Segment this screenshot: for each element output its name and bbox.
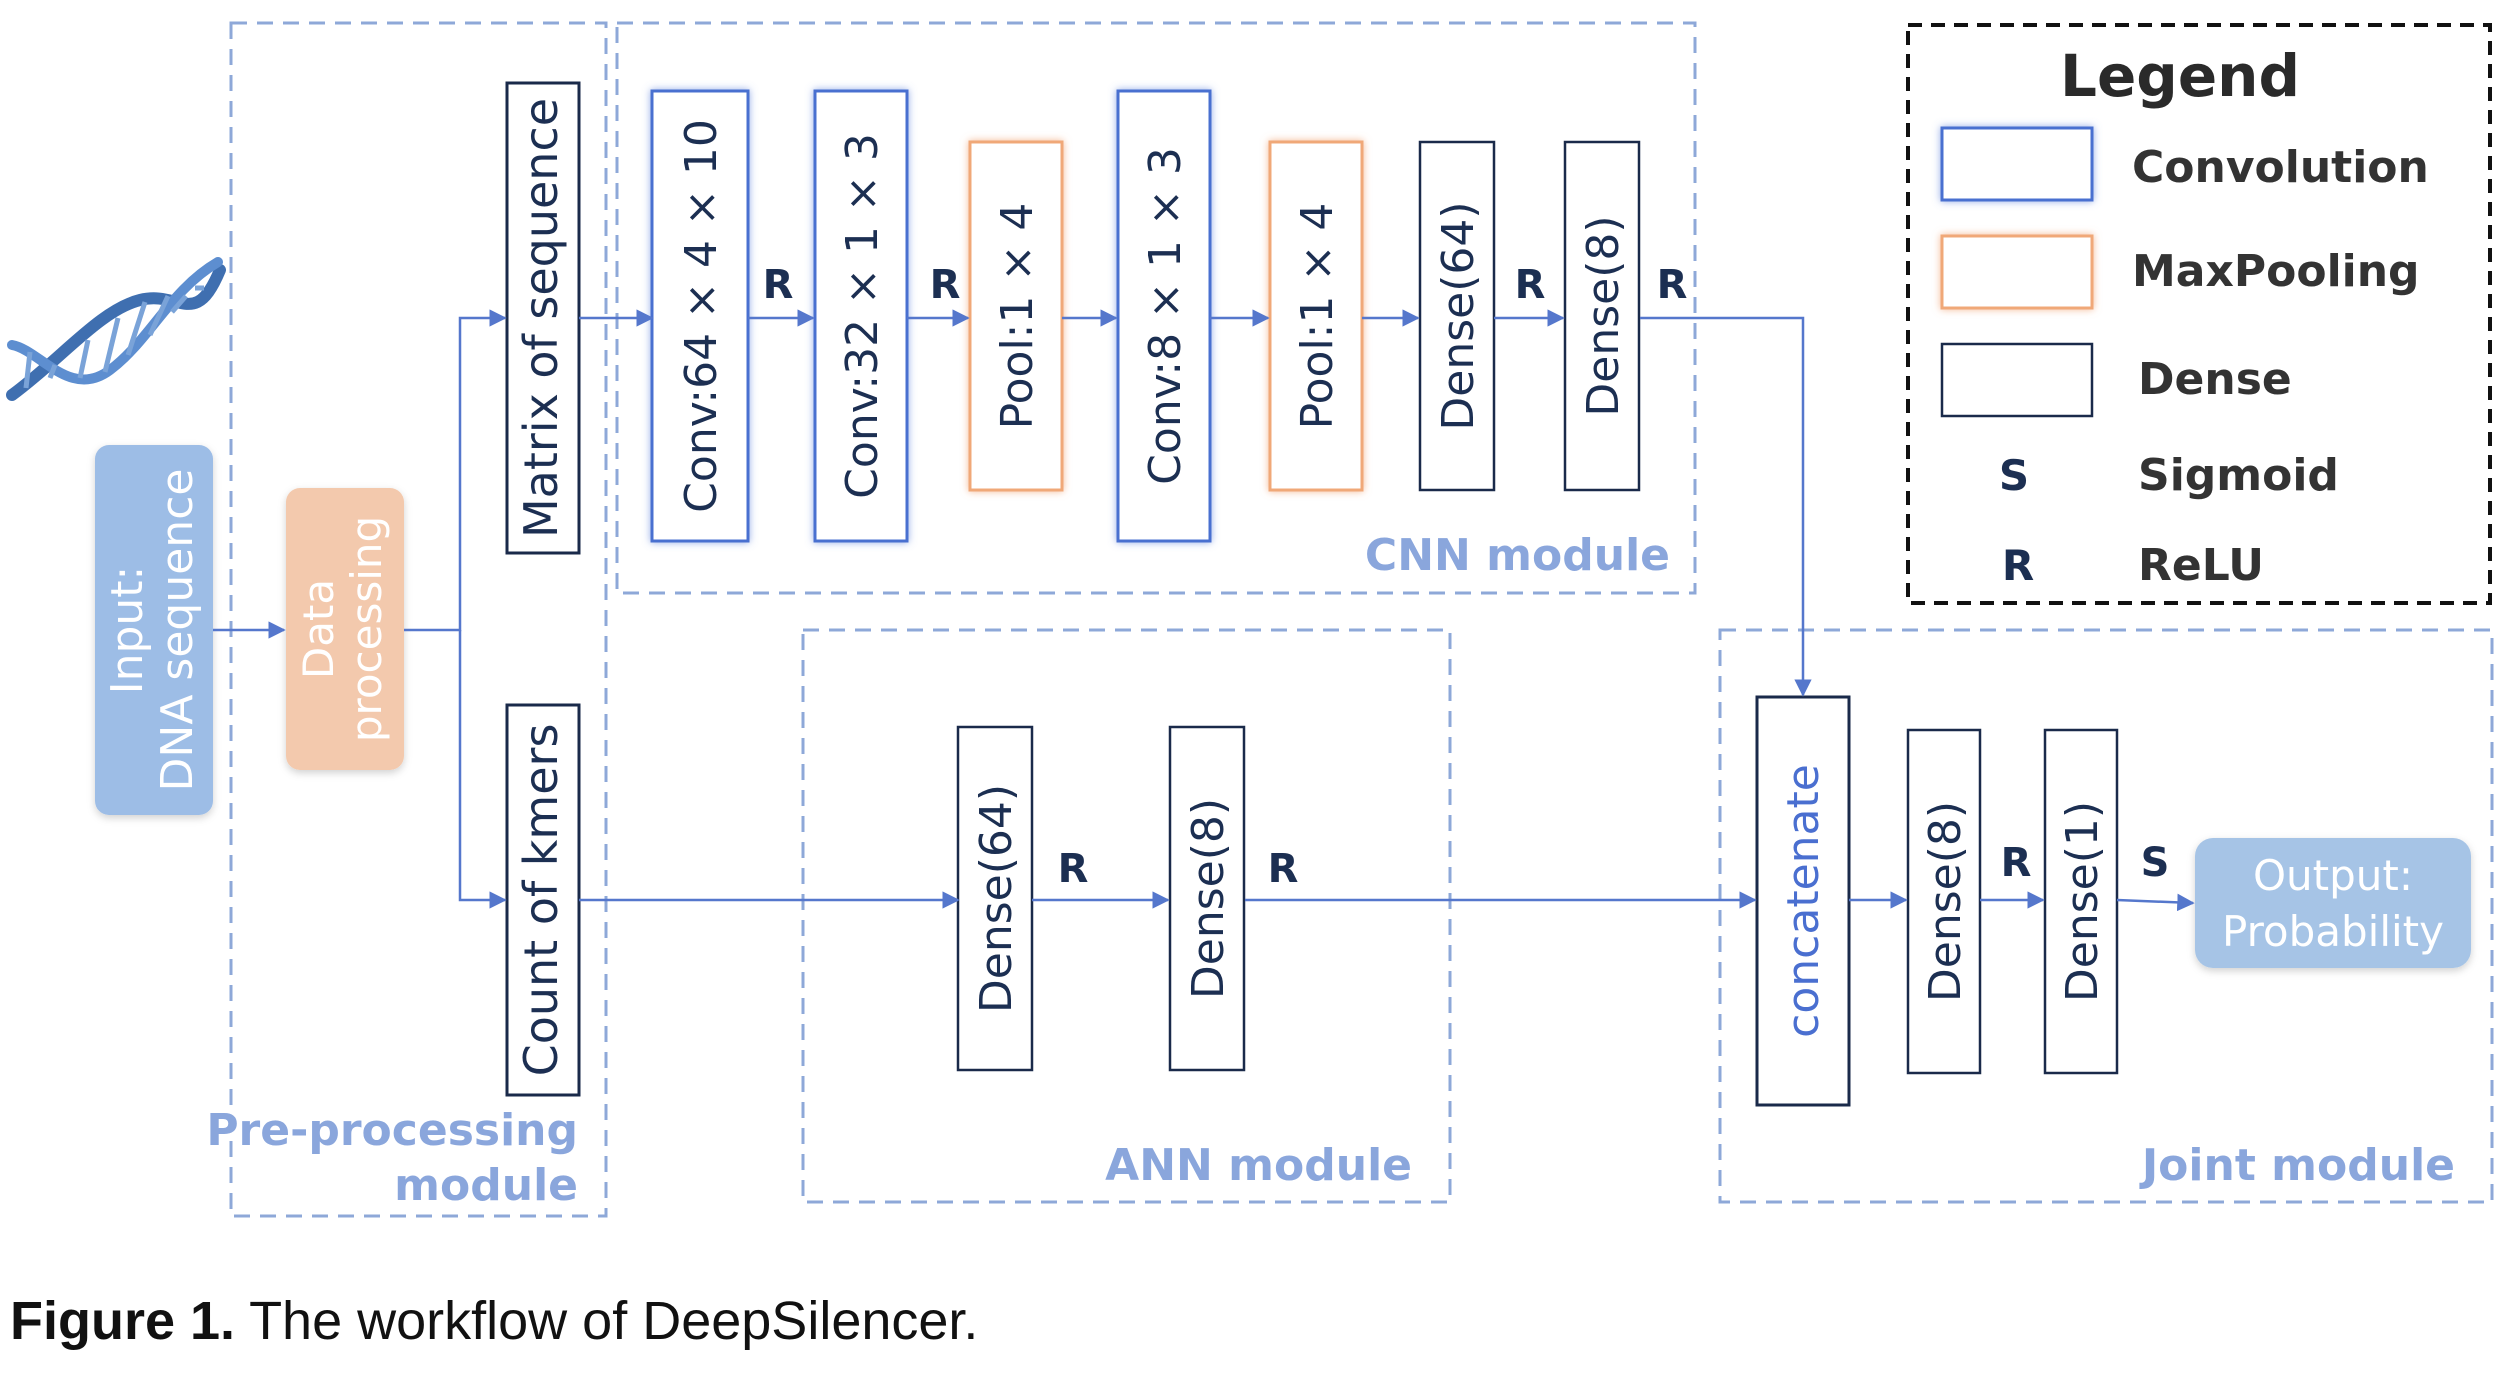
legend-maxpooling-swatch bbox=[1940, 234, 2094, 310]
legend-sigmoid-label: Sigmoid bbox=[2138, 450, 2339, 501]
cnn-layer-label-2: Conv:32 × 1 × 3 bbox=[837, 133, 888, 499]
joint-layer-label-1: Dense(8) bbox=[1920, 801, 1971, 1002]
preprocessing-module-label-line1: Pre-processing bbox=[206, 1105, 578, 1156]
data-processing-block: Data processing bbox=[286, 488, 404, 770]
ann-layer-label-1: Dense(64) bbox=[971, 784, 1022, 1013]
cnn-layer-label-3: Pool:1 × 4 bbox=[992, 203, 1043, 430]
ann-layer-box-1 bbox=[956, 725, 1034, 1072]
joint-layer-label-2: Dense(1) bbox=[2057, 801, 2108, 1002]
cnn-module-label: CNN module bbox=[1365, 530, 1670, 581]
output-label-line1: Output: bbox=[2253, 851, 2413, 900]
cnn-layer-label-1: Conv:64 × 4 × 10 bbox=[676, 119, 727, 513]
legend-convolution-label: Convolution bbox=[2132, 142, 2429, 193]
legend-dense-label: Dense bbox=[2138, 354, 2292, 405]
ann-module-frame bbox=[801, 628, 1452, 1204]
legend-maxpooling-label: MaxPooling bbox=[2132, 246, 2420, 297]
concatenate-box bbox=[1755, 695, 1851, 1107]
legend: Legend S R Convolution MaxPooling Dense … bbox=[1940, 42, 2429, 591]
input-block: Input: DNA sequence bbox=[95, 445, 213, 815]
matrix-of-sequence-label: Matrix of sequence bbox=[514, 98, 568, 538]
cnn-layer-box-2 bbox=[813, 89, 909, 543]
joint-relu-1-label: R bbox=[2001, 840, 2032, 886]
joint-module-frame bbox=[1718, 628, 2494, 1204]
dna-helix-icon bbox=[6, 257, 226, 401]
figure-caption-text: The workflow of DeepSilencer. bbox=[235, 1291, 979, 1351]
legend-relu-symbol: R bbox=[2002, 541, 2034, 590]
joint-layers: concatenate Dense(8) Dense(1) bbox=[1755, 695, 2119, 1107]
legend-title: Legend bbox=[2060, 42, 2300, 110]
figure-caption: Figure 1. The workflow of DeepSilencer. bbox=[10, 1290, 978, 1352]
ann-module-label: ANN module bbox=[1105, 1140, 1412, 1191]
cnn-layer-label-7: Dense(8) bbox=[1578, 215, 1629, 416]
count-of-kmers-box: Count of kmers bbox=[505, 703, 581, 1097]
legend-sigmoid-symbol: S bbox=[1999, 451, 2029, 500]
cnn-layer-box-6 bbox=[1418, 140, 1496, 492]
joint-layer-box-1 bbox=[1906, 728, 1982, 1075]
concatenate-label: concatenate bbox=[1778, 764, 1829, 1038]
cnn-relu-1-label: R bbox=[763, 262, 794, 308]
cnn-layer-label-5: Pool:1 × 4 bbox=[1292, 203, 1343, 430]
legend-frame bbox=[1906, 23, 2492, 605]
cnn-relu-2-label: R bbox=[930, 262, 961, 308]
joint-sigmoid-1-label: S bbox=[2141, 840, 2170, 886]
data-processing-label-line2: processing bbox=[342, 516, 391, 742]
cnn-layer-label-6: Dense(64) bbox=[1433, 201, 1484, 430]
legend-convolution-swatch bbox=[1940, 126, 2094, 202]
cnn-layer-box-4 bbox=[1116, 89, 1212, 543]
ann-relu-2-label: R bbox=[1268, 846, 1299, 892]
data-processing-label-line1: Data bbox=[294, 579, 343, 679]
ann-layer-box-2 bbox=[1168, 725, 1246, 1072]
ann-layers: Dense(64) Dense(8) bbox=[956, 725, 1246, 1072]
joint-layer-box-2 bbox=[2043, 728, 2119, 1075]
joint-module-label: Joint module bbox=[2139, 1140, 2455, 1191]
cnn-relu-3-label: R bbox=[1515, 262, 1546, 308]
cnn-layer-box-7 bbox=[1563, 140, 1641, 492]
legend-relu-label: ReLU bbox=[2138, 540, 2264, 591]
count-of-kmers-label: Count of kmers bbox=[514, 724, 568, 1077]
output-block: Output: Probability bbox=[2195, 838, 2471, 968]
preprocessing-module-label-line2: module bbox=[394, 1160, 578, 1211]
cnn-layer-box-5 bbox=[1268, 140, 1364, 492]
cnn-layers: Conv:64 × 4 × 10 Conv:32 × 1 × 3 Pool:1 × … bbox=[650, 89, 1641, 543]
layer-chain-arrows bbox=[748, 309, 2195, 912]
legend-dense-swatch bbox=[1940, 342, 2094, 418]
figure-caption-label: Figure 1. bbox=[10, 1291, 236, 1351]
cnn-module-frame bbox=[615, 21, 1697, 595]
preprocessing-module-frame bbox=[229, 21, 608, 1218]
input-label-line1: Input: bbox=[102, 566, 153, 695]
connection-lines bbox=[213, 309, 1812, 909]
cnn-layer-box-3 bbox=[968, 140, 1064, 492]
input-label-line2: DNA sequence bbox=[152, 469, 203, 792]
cnn-layer-label-4: Conv:8 × 1 × 3 bbox=[1140, 147, 1191, 485]
output-label-line2: Probability bbox=[2222, 907, 2444, 956]
joint-output-arrow bbox=[2116, 893, 2195, 912]
ann-layer-label-2: Dense(8) bbox=[1183, 798, 1234, 999]
matrix-of-sequence-box: Matrix of sequence bbox=[505, 81, 581, 555]
ann-relu-1-label: R bbox=[1058, 846, 1089, 892]
cnn-relu-4-label: R bbox=[1657, 262, 1688, 308]
